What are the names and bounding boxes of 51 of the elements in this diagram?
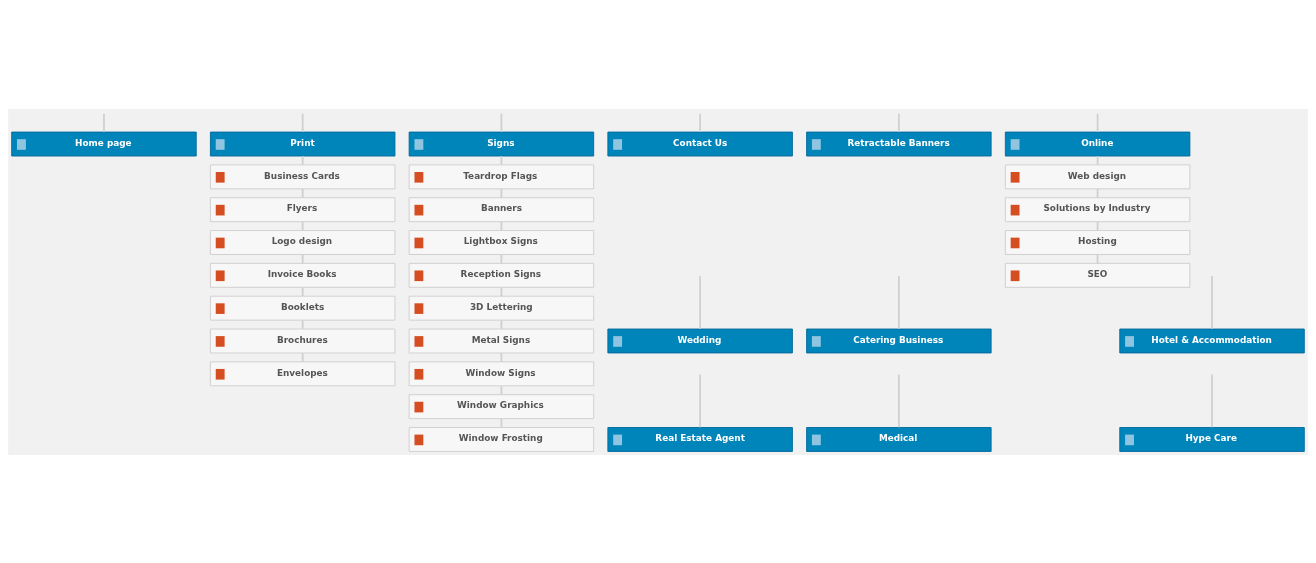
- connector: [500, 112, 503, 133]
- node-box: Teardrop Flags: [408, 163, 595, 189]
- connector: [699, 274, 702, 330]
- connector: [301, 286, 304, 297]
- node-box: Print: [209, 131, 396, 156]
- connector: [699, 112, 702, 133]
- node-box: Hotel & Accommodation: [1119, 328, 1305, 353]
- connector: [301, 187, 304, 198]
- node-box: Signs: [408, 131, 595, 156]
- node-box: Envelopes: [209, 360, 396, 386]
- node-box: Lightbox Signs: [408, 229, 595, 255]
- node-box: Retractable Banners: [806, 131, 992, 156]
- node-box: Invoice Books: [209, 262, 396, 288]
- node-box: Catering Business: [806, 328, 992, 353]
- node-box: Wedding: [607, 328, 793, 353]
- node-box: Brochures: [209, 328, 396, 353]
- node-box: Contact Us: [607, 131, 793, 156]
- connector: [301, 154, 304, 166]
- connector: [301, 351, 304, 363]
- connector: [301, 220, 304, 231]
- node-box: Online: [1004, 131, 1191, 156]
- node-box: Hosting: [1004, 229, 1191, 255]
- connector: [103, 112, 105, 133]
- node-box: Hype Care: [1119, 426, 1305, 452]
- connector: [898, 112, 900, 133]
- node-box: Reception Signs: [408, 262, 595, 288]
- connector: [898, 274, 900, 330]
- node-box: Window Signs: [408, 360, 595, 386]
- connector: [1211, 274, 1213, 330]
- node-box: Flyers: [209, 196, 396, 222]
- node-box: Web design: [1004, 163, 1191, 189]
- connector: [1096, 112, 1099, 133]
- node-box: 3D Lettering: [408, 295, 595, 321]
- connector: [301, 253, 304, 264]
- node-box: SEO: [1004, 262, 1191, 288]
- node-box: Real Estate Agent: [607, 426, 793, 452]
- node-box: Logo design: [209, 229, 396, 255]
- node-box: Window Graphics: [408, 393, 595, 419]
- node-box: Metal Signs: [408, 328, 595, 353]
- node-box: Banners: [408, 196, 595, 222]
- connector: [301, 112, 304, 133]
- connector: [301, 318, 304, 330]
- connector: [1211, 373, 1213, 428]
- node-box: Window Frosting: [408, 426, 595, 452]
- node-box: Booklets: [209, 295, 396, 321]
- connector: [699, 373, 702, 428]
- node-box: Home page: [11, 131, 197, 156]
- connector: [898, 373, 900, 428]
- node-box: Business Cards: [209, 163, 396, 189]
- node-box: Solutions by Industry: [1004, 196, 1191, 222]
- node-box: Medical: [806, 426, 992, 452]
